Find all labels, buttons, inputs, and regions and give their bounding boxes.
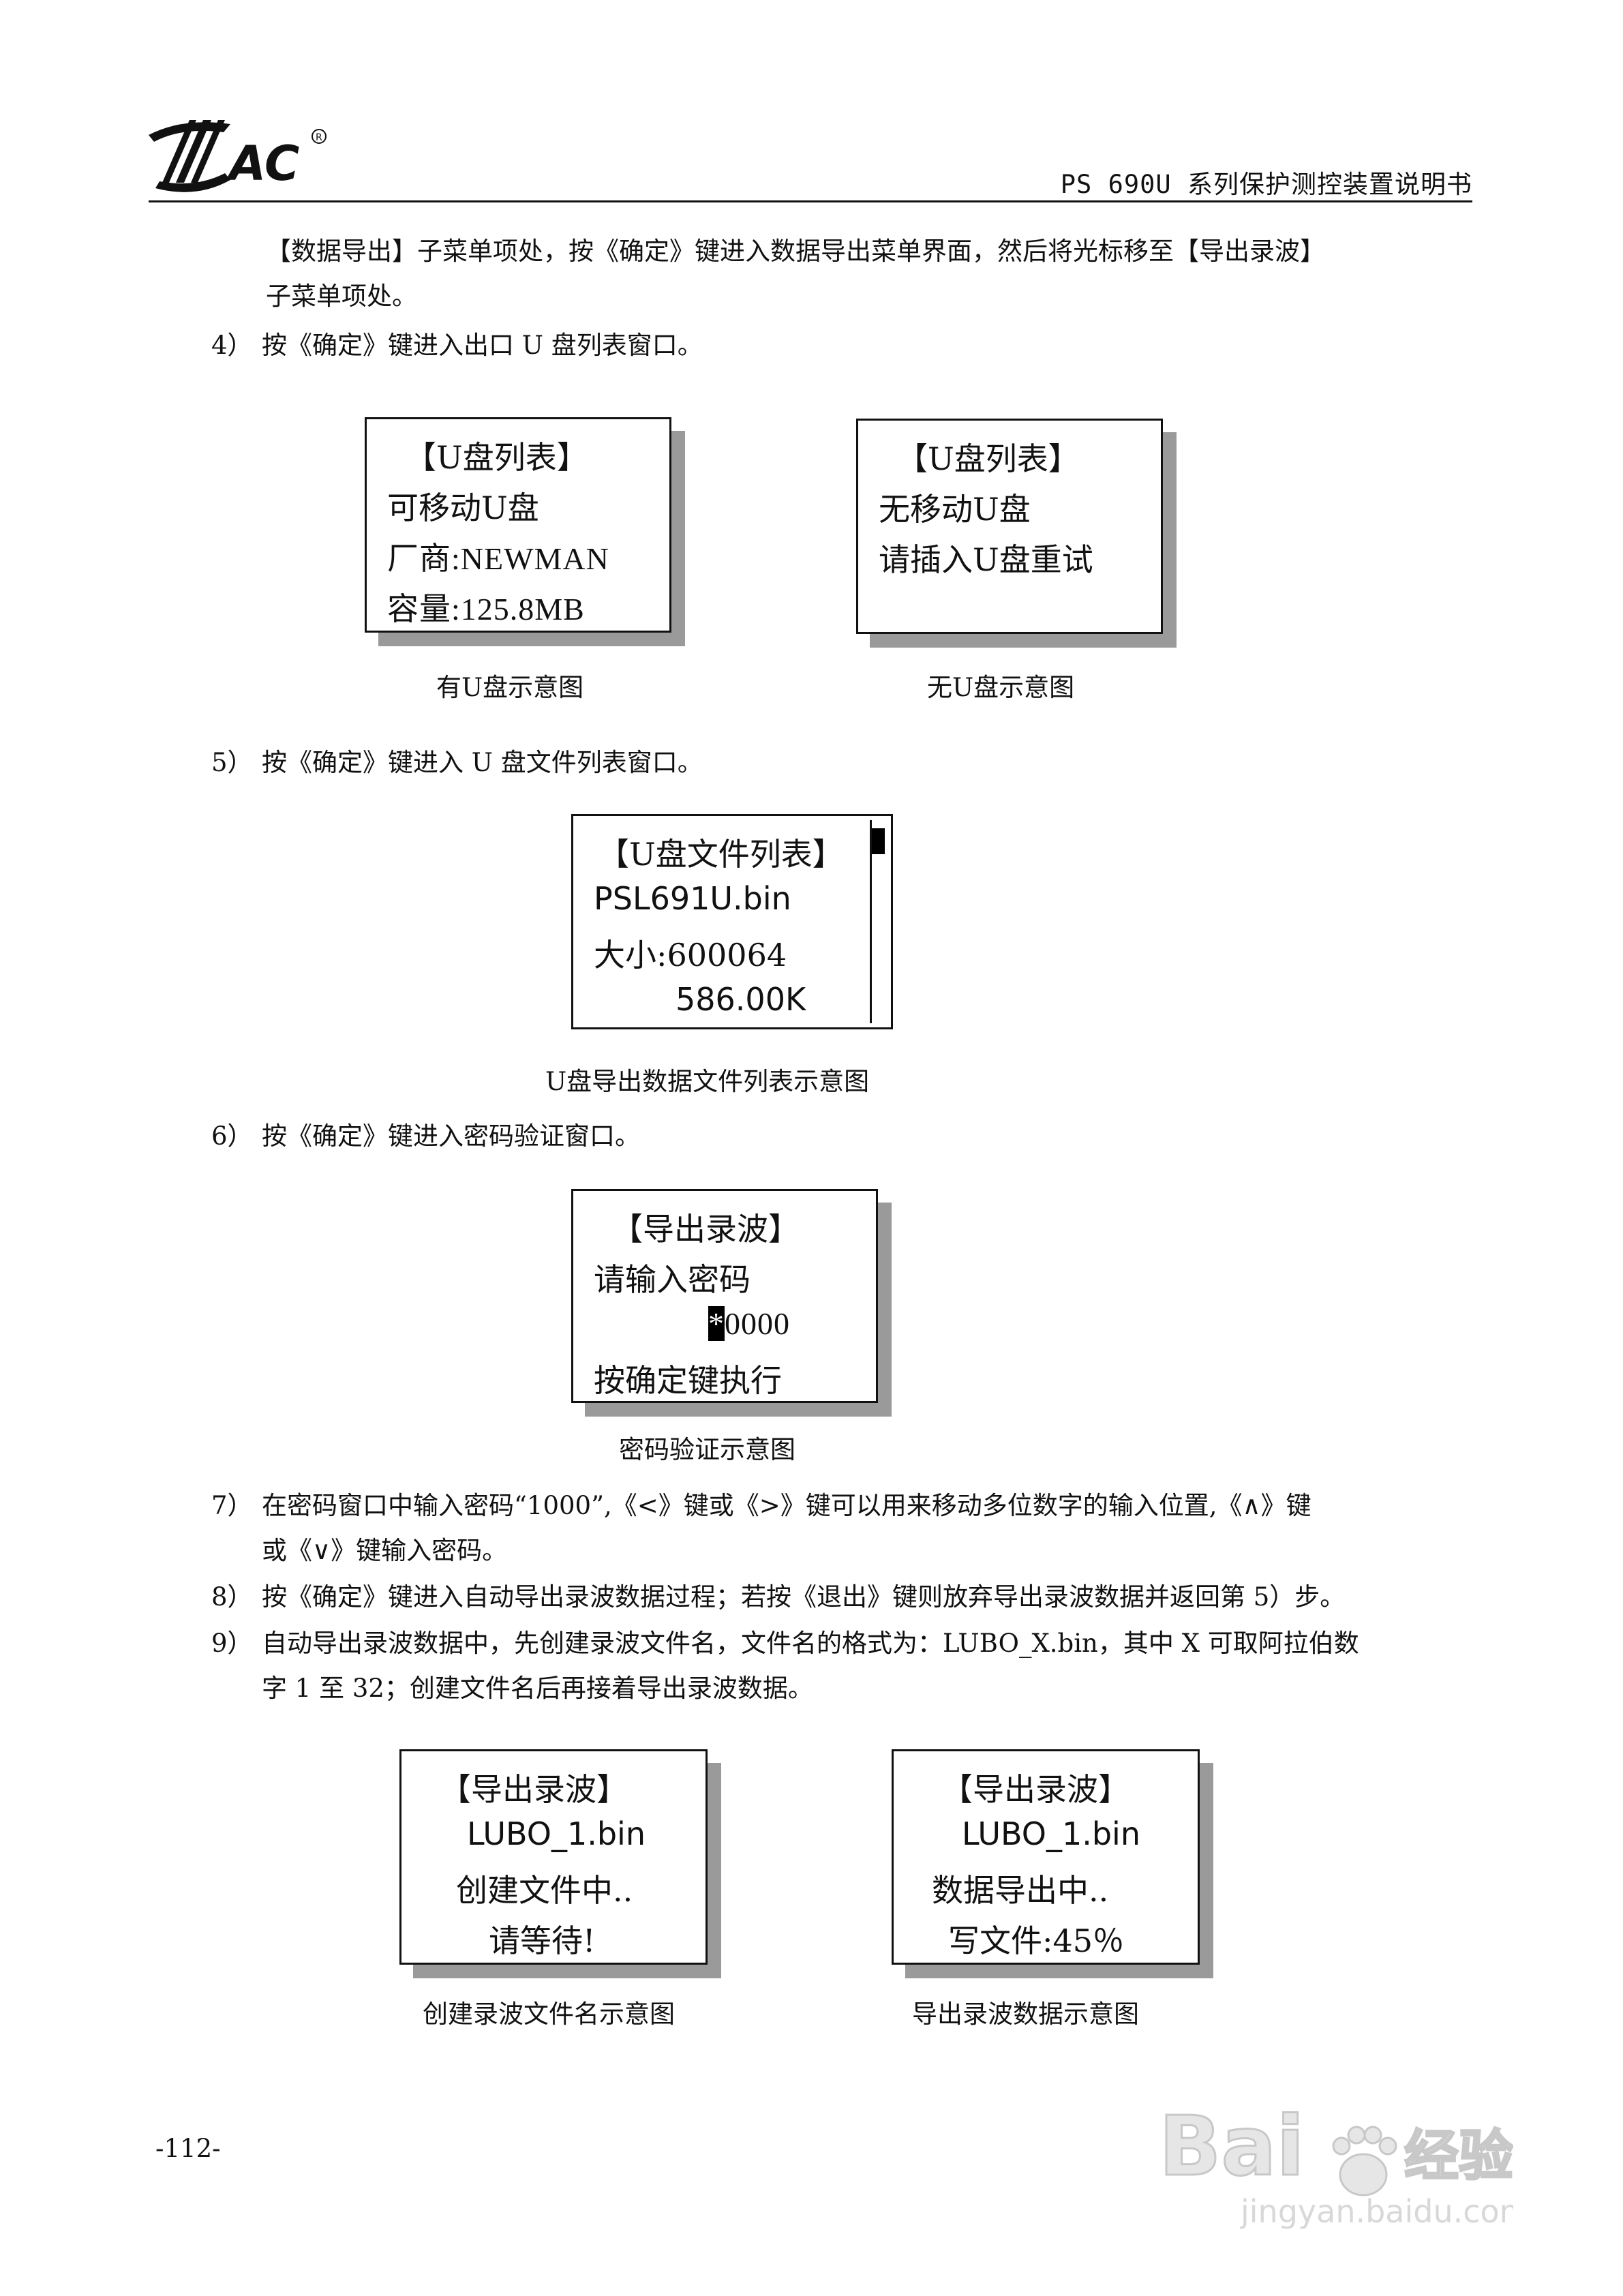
svg-text:Bai: Bai xyxy=(1159,2100,1305,2194)
screen-udisk-present: 【U盘列表】 可移动U盘 厂商:NEWMAN 容量:125.8MB xyxy=(365,417,671,633)
screen-file-list: 【U盘文件列表】 PSL691U.bin 大小:600064 586.00K xyxy=(571,814,893,1029)
screen-line-1: PSL691U.bin xyxy=(594,880,791,917)
screen-line-2: 创建文件中.. xyxy=(456,1872,633,1909)
sac-logo: AC R xyxy=(149,120,327,192)
screen-export-data: 【导出录波】 LUBO_1.bin 数据导出中.. 写文件:45％ xyxy=(892,1749,1200,1965)
screen-line-3: 容量:125.8MB xyxy=(387,592,585,626)
screen-title: 【导出录波】 xyxy=(941,1771,1129,1808)
step-number: 7） xyxy=(211,1491,253,1520)
screen-line-1: 请输入密码 xyxy=(594,1261,750,1298)
step-number: 5） xyxy=(211,748,253,777)
screen-password: 【导出录波】 请输入密码 *0000 按确定键执行 xyxy=(571,1189,878,1403)
step-8: 8） 按《确定》键进入自动导出录波数据过程；若按《退出》键则放弃导出录波数据并返回… xyxy=(211,1575,1345,1620)
screen-line-1: 无移动U盘 xyxy=(879,491,1031,528)
caption-export-data: 导出录波数据示意图 xyxy=(912,1999,1139,2029)
step-4: 4） 按《确定》键进入出口 U 盘列表窗口。 xyxy=(211,323,703,368)
step-text: 自动导出录波数据中，先创建录波文件名，文件名的格式为：LUBO_X.bin，其中… xyxy=(262,1629,1359,1658)
screen-line-3: 请等待! xyxy=(489,1922,596,1959)
page-number: -112- xyxy=(155,2134,221,2163)
screen-line-2: 厂商:NEWMAN xyxy=(387,541,609,576)
screen-line-1: LUBO_1.bin xyxy=(962,1815,1140,1852)
password-digits: 0000 xyxy=(725,1306,790,1341)
screen-line-1: LUBO_1.bin xyxy=(467,1815,646,1852)
svg-text:jingyan.baidu.com: jingyan.baidu.com xyxy=(1240,2193,1513,2230)
screen-title: 【U盘列表】 xyxy=(405,439,588,476)
screen-title: 【U盘文件列表】 xyxy=(598,836,844,873)
screen-title: 【U盘列表】 xyxy=(896,440,1080,477)
step-text: 按《确定》键进入密码验证窗口。 xyxy=(262,1121,640,1151)
step-number: 6） xyxy=(211,1121,253,1151)
step-text: 在密码窗口中输入密码“1000”,《<》键或《>》键可以用来移动多位数字的输入位… xyxy=(262,1491,1311,1520)
intro-line-1: 【数据导出】子菜单项处，按《确定》键进入数据导出菜单界面，然后将光标移至【导出录… xyxy=(266,237,1325,266)
caption-file-list: U盘导出数据文件列表示意图 xyxy=(545,1067,870,1096)
svg-text:R: R xyxy=(316,132,322,143)
screen-line-1: 可移动U盘 xyxy=(387,489,539,526)
step-9-line-2: 字 1 至 32；创建文件名后再接着导出录波数据。 xyxy=(262,1674,813,1703)
screen-title: 【导出录波】 xyxy=(611,1211,800,1248)
intro-line-2: 子菜单项处。 xyxy=(266,282,417,311)
screen-udisk-absent: 【U盘列表】 无移动U盘 请插入U盘重试 xyxy=(856,419,1163,634)
header-divider xyxy=(149,200,1472,202)
scroll-thumb xyxy=(872,828,885,854)
step-number: 9） xyxy=(211,1629,253,1658)
screen-line-2: 请插入U盘重试 xyxy=(879,541,1093,578)
step-text: 按《确定》键进入自动导出录波数据过程；若按《退出》键则放弃导出录波数据并返回第 … xyxy=(262,1582,1346,1612)
screen-line-3: 写文件:45％ xyxy=(948,1922,1125,1959)
baidu-jingyan-watermark: Bai 经验 jingyan.baidu.com xyxy=(1158,2099,1514,2231)
caption-create-file: 创建录波文件名示意图 xyxy=(423,1999,675,2029)
caption-password: 密码验证示意图 xyxy=(619,1435,795,1464)
caption-udisk-absent: 无U盘示意图 xyxy=(927,673,1075,702)
svg-text:AC: AC xyxy=(226,136,299,192)
screen-line-2: 大小:600064 xyxy=(594,937,787,973)
step-6: 6） 按《确定》键进入密码验证窗口。 xyxy=(211,1114,640,1159)
step-text: 按《确定》键进入 U 盘文件列表窗口。 xyxy=(262,748,703,777)
step-number: 8） xyxy=(211,1582,253,1612)
scrollbar xyxy=(870,820,887,1023)
step-number: 4） xyxy=(211,331,253,360)
step-7-line-2: 或《∨》键输入密码。 xyxy=(262,1536,508,1565)
svg-text:经验: 经验 xyxy=(1404,2124,1513,2188)
step-7: 7） 在密码窗口中输入密码“1000”,《<》键或《>》键可以用来移动多位数字的输… xyxy=(211,1483,1311,1528)
password-input: *0000 xyxy=(708,1305,790,1342)
step-9: 9） 自动导出录波数据中，先创建录波文件名，文件名的格式为：LUBO_X.bin，… xyxy=(211,1621,1359,1666)
password-cursor: * xyxy=(708,1306,725,1341)
screen-line-3: 586.00K xyxy=(676,981,806,1018)
screen-create-file: 【导出录波】 LUBO_1.bin 创建文件中.. 请等待! xyxy=(399,1749,708,1965)
screen-title: 【导出录波】 xyxy=(440,1771,628,1808)
step-text: 按《确定》键进入出口 U 盘列表窗口。 xyxy=(262,331,703,360)
screen-line-3: 按确定键执行 xyxy=(594,1362,782,1399)
caption-udisk-present: 有U盘示意图 xyxy=(436,673,584,702)
document-title: PS 690U 系列保护测控装置说明书 xyxy=(1060,170,1472,199)
step-5: 5） 按《确定》键进入 U 盘文件列表窗口。 xyxy=(211,740,703,785)
screen-line-2: 数据导出中.. xyxy=(932,1872,1109,1909)
